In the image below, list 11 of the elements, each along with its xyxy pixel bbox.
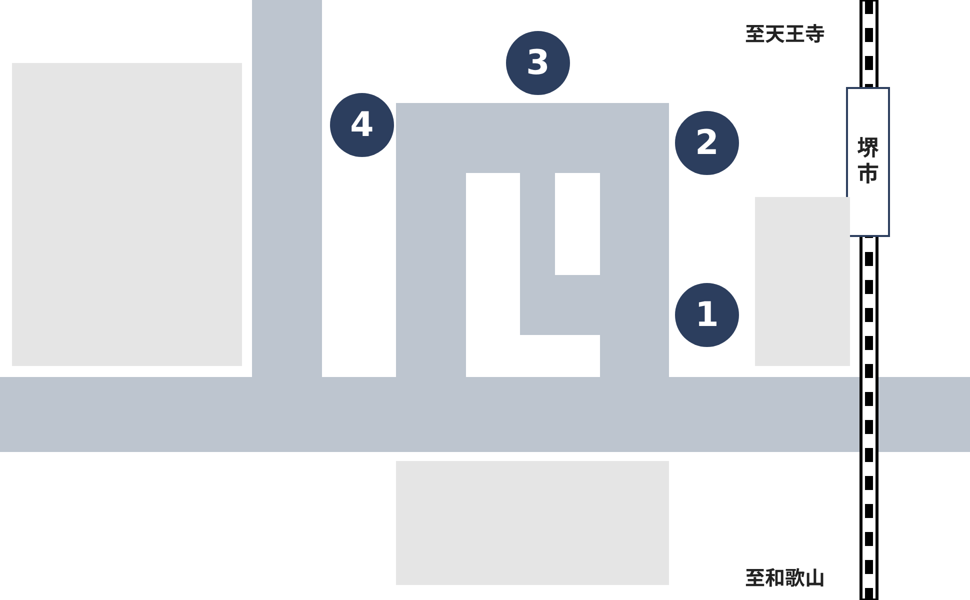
number-marker: 2 (675, 111, 739, 175)
number-marker: 4 (330, 93, 394, 157)
number-marker: 3 (506, 31, 570, 95)
direction-label: 至天王寺 (745, 18, 825, 47)
building-block (12, 63, 242, 366)
station-sign (846, 87, 890, 237)
number-marker: 1 (675, 283, 739, 347)
building-block (396, 461, 669, 585)
direction-label: 至和歌山 (745, 562, 825, 591)
building-block (755, 197, 850, 366)
station-name: 堺市 (852, 136, 884, 188)
